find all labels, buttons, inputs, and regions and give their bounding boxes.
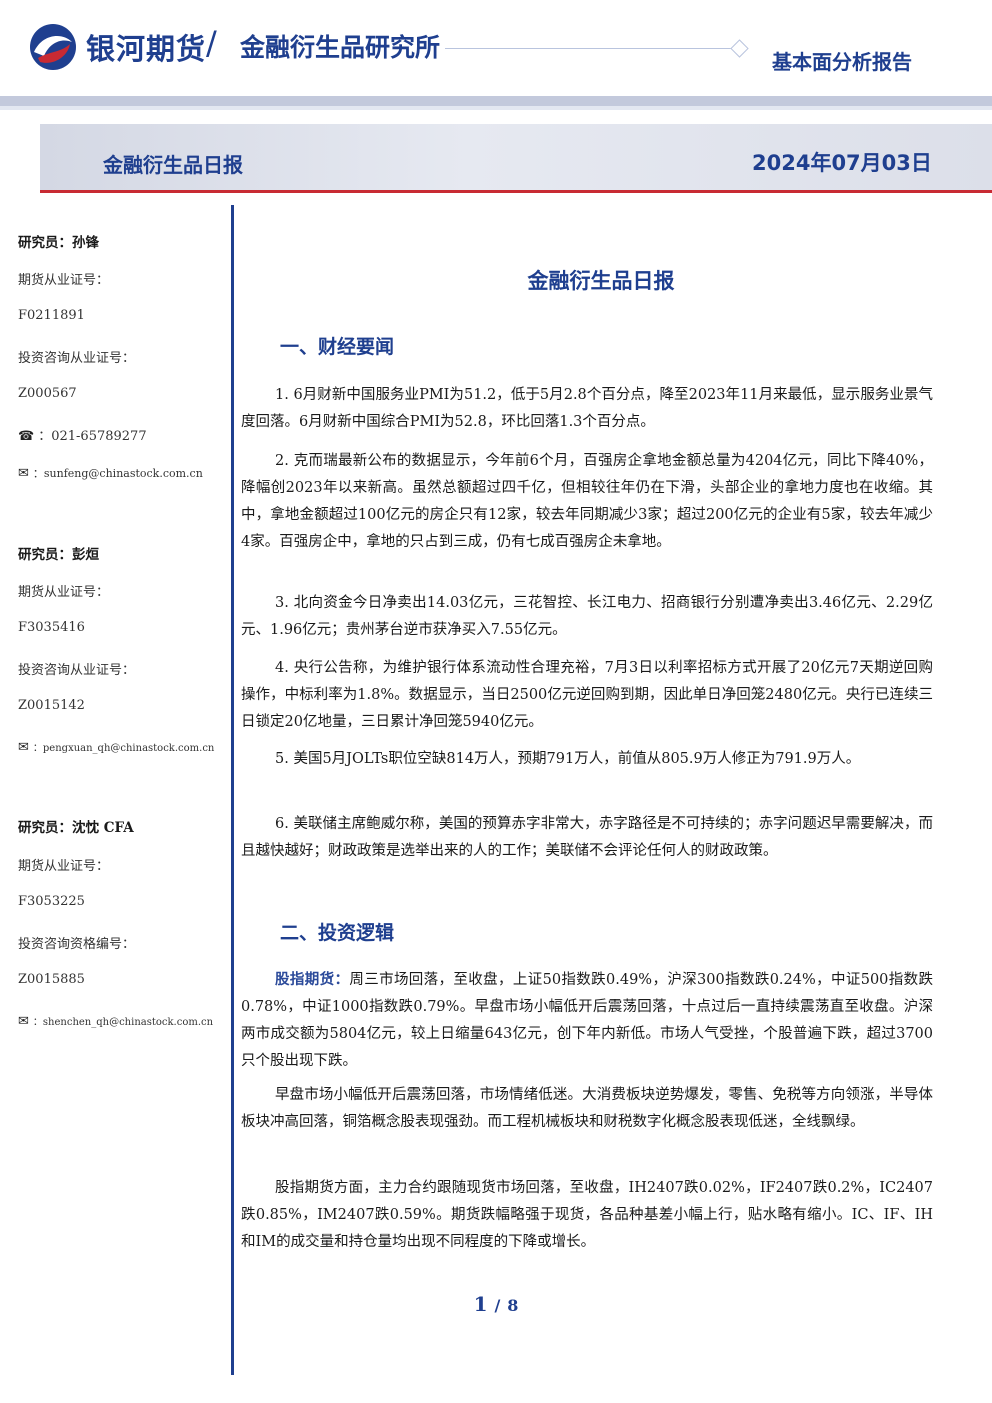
section-heading-logic: 二、投资逻辑 bbox=[280, 922, 395, 944]
report-banner bbox=[40, 124, 992, 190]
header-decor-line bbox=[445, 48, 735, 49]
news-item: 6. 美联储主席鲍威尔称，美国的预算赤字非常大，赤字路径是不可持续的；赤字问题迟… bbox=[241, 816, 933, 859]
license-label: 期货从业证号： bbox=[18, 859, 110, 874]
header-band bbox=[0, 96, 992, 106]
institute-name: 金融衍生品研究所 bbox=[240, 33, 441, 62]
page-current: 1 bbox=[473, 1292, 488, 1316]
news-item: 3. 北向资金今日净卖出14.03亿元，三花智控、长江电力、招商银行分别遭净卖出… bbox=[241, 595, 933, 638]
brand-name: 银河期货 bbox=[86, 32, 207, 66]
phone-number: 021-65789277 bbox=[51, 429, 147, 444]
page-number: 1 / 8 bbox=[0, 1292, 992, 1316]
logic-paragraph: 股指期货方面，主力合约跟随现货市场回落，至收盘，IH2407跌0.02%，IF2… bbox=[241, 1180, 933, 1250]
advisory-number: Z000567 bbox=[18, 386, 77, 401]
email-row: ✉：sunfeng@chinastock.com.cn bbox=[18, 466, 203, 481]
advisory-label: 投资咨询资格编号： bbox=[18, 937, 136, 952]
page-total: 8 bbox=[507, 1296, 519, 1315]
news-item: 4. 央行公告称，为维护银行体系流动性合理充裕，7月3日以利率招标方式开展了20… bbox=[241, 660, 933, 730]
page-separator: / bbox=[494, 1296, 501, 1315]
logic-lead-label: 股指期货： bbox=[275, 972, 350, 988]
advisory-label: 投资咨询从业证号： bbox=[18, 663, 136, 678]
license-number: F3035416 bbox=[18, 620, 85, 635]
diamond-icon bbox=[730, 39, 749, 58]
advisory-label: 投资咨询从业证号： bbox=[18, 351, 136, 366]
email-address[interactable]: shenchen_qh@chinastock.com.cn bbox=[42, 1017, 214, 1028]
logic-paragraph: 股指期货：周三市场回落，至收盘，上证50指数跌0.49%，沪深300指数跌0.2… bbox=[241, 967, 933, 1075]
phone-row: ☎：021-65789277 bbox=[18, 429, 147, 444]
document-title: 金融衍生品日报 bbox=[527, 269, 675, 293]
email-row: ✉：shenchen_qh@chinastock.com.cn bbox=[18, 1014, 214, 1029]
researcher-name: 研究员：沈忱 CFA bbox=[18, 820, 134, 836]
email-address[interactable]: sunfeng@chinastock.com.cn bbox=[43, 467, 203, 480]
header-band-light bbox=[0, 106, 992, 110]
logic-text: 周三市场回落，至收盘，上证50指数跌0.49%，沪深300指数跌0.24%，中证… bbox=[241, 972, 933, 1069]
news-item: 2. 克而瑞最新公布的数据显示，今年前6个月，百强房企拿地金额总量为4204亿元… bbox=[241, 453, 933, 550]
license-number: F3053225 bbox=[18, 894, 85, 909]
news-item: 1. 6月财新中国服务业PMI为51.2，低于5月2.8个百分点，降至2023年… bbox=[241, 387, 933, 430]
researcher-name: 研究员：彭烜 bbox=[18, 547, 99, 563]
license-number: F0211891 bbox=[18, 308, 85, 323]
galaxy-futures-logo bbox=[30, 24, 76, 70]
mail-icon: ✉ bbox=[18, 1014, 29, 1029]
news-item: 5. 美国5月JOLTs职位空缺814万人，预期791万人，前值从805.9万人… bbox=[275, 751, 861, 767]
advisory-number: Z0015142 bbox=[18, 698, 85, 713]
banner-title: 金融衍生品日报 bbox=[103, 153, 243, 177]
email-address[interactable]: pengxuan_qh@chinastock.com.cn bbox=[42, 743, 215, 754]
section-heading-news: 一、财经要闻 bbox=[280, 336, 395, 358]
mail-icon: ✉ bbox=[18, 740, 29, 755]
license-label: 期货从业证号： bbox=[18, 273, 110, 288]
sidebar-divider bbox=[231, 205, 234, 1375]
banner-underline bbox=[40, 190, 992, 193]
report-type: 基本面分析报告 bbox=[772, 50, 912, 74]
license-label: 期货从业证号： bbox=[18, 585, 110, 600]
logic-paragraph: 早盘市场小幅低开后震荡回落，市场情绪低迷。大消费板块逆势爆发，零售、免税等方向领… bbox=[241, 1087, 933, 1130]
email-row: ✉：pengxuan_qh@chinastock.com.cn bbox=[18, 740, 215, 755]
advisory-number: Z0015885 bbox=[18, 972, 85, 987]
phone-icon: ☎ bbox=[18, 429, 35, 444]
mail-icon: ✉ bbox=[18, 466, 29, 481]
report-date: 2024年07月03日 bbox=[752, 151, 932, 175]
brand-separator: / bbox=[206, 24, 217, 62]
researcher-name: 研究员：孙锋 bbox=[18, 235, 99, 251]
